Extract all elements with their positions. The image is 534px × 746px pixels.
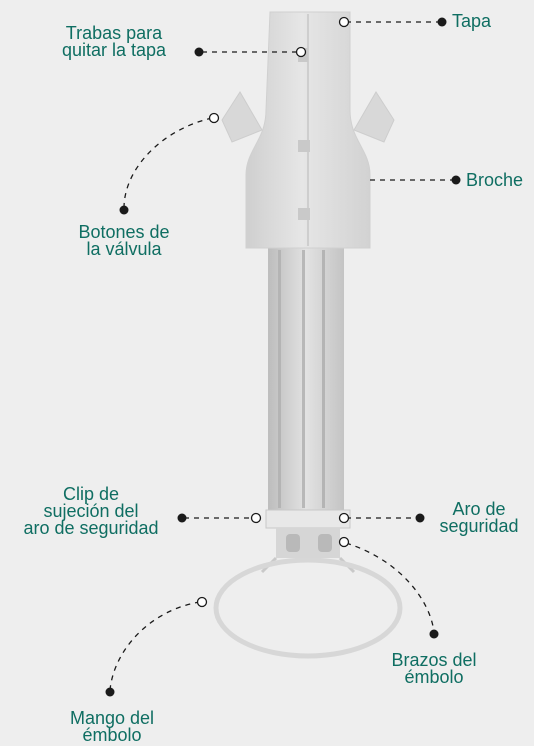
label-line: émbolo (404, 667, 464, 687)
label-line: seguridad (439, 516, 519, 536)
label-trabas: Trabas para quitar la tapa (44, 23, 184, 60)
plunger-handle-ring (213, 557, 403, 659)
label-line: sujeción del (43, 501, 139, 521)
label-mango: Mango del émbolo (52, 708, 172, 745)
label-line: Botones de (78, 222, 170, 242)
leader-lines (109, 21, 453, 691)
label-line: Clip de (62, 484, 120, 504)
label-tapa: Tapa (452, 11, 492, 31)
label-line: Aro de (452, 499, 506, 519)
label-line: quitar la tapa (61, 40, 167, 60)
label-line: Tapa (452, 11, 492, 31)
label-line: Trabas para (65, 23, 163, 43)
label-line: émbolo (82, 725, 142, 745)
label-line: Mango del (69, 708, 155, 728)
label-aro: Aro de seguridad (430, 499, 528, 536)
valve-buttons (221, 91, 395, 143)
label-clip: Clip de sujeción del aro de seguridad (8, 484, 174, 538)
barrel (268, 248, 344, 510)
label-botones: Botones de la válvula (64, 222, 184, 259)
leader-dots (105, 16, 461, 697)
label-line: la válvula (86, 239, 162, 259)
label-line: aro de seguridad (23, 518, 159, 538)
label-line: Brazos del (391, 650, 477, 670)
safety-ring-band (265, 509, 351, 529)
label-broche: Broche (466, 170, 524, 190)
label-line: Broche (466, 170, 524, 190)
label-brazos: Brazos del émbolo (374, 650, 494, 687)
